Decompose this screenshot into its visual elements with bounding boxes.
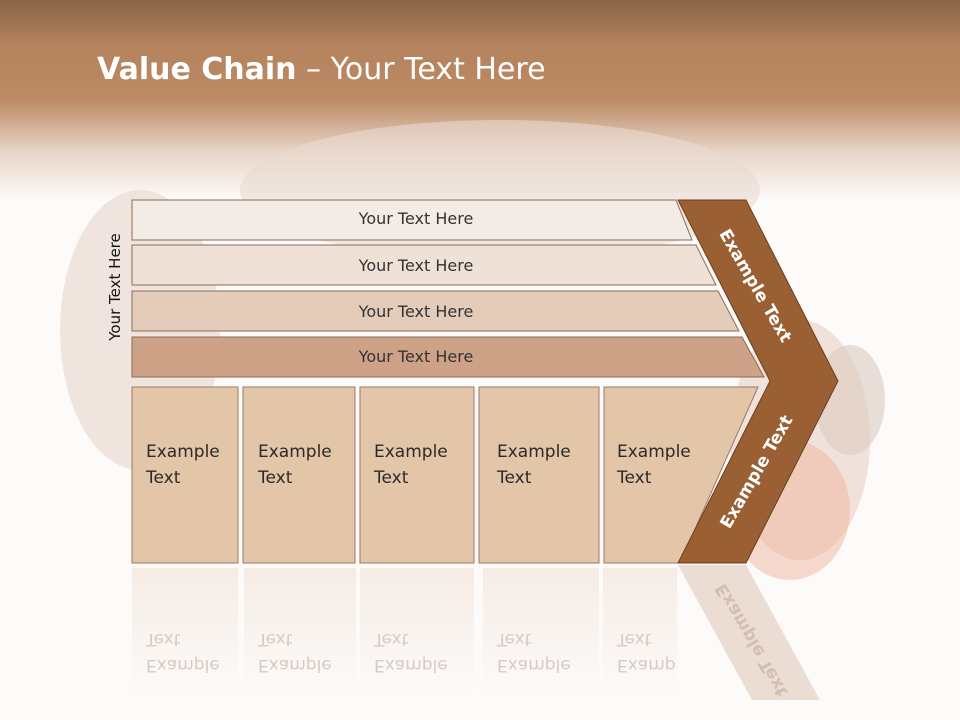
- band-4: [131, 336, 765, 378]
- box-4: [478, 386, 600, 564]
- box-3-line2: Text: [374, 468, 409, 488]
- band-1-label: Your Text Here: [358, 209, 474, 228]
- band-2-label: Your Text Here: [358, 256, 474, 275]
- box-1-line2: Text: [146, 468, 181, 488]
- box-2: [242, 386, 356, 564]
- box-4-line2: Text: [497, 468, 532, 488]
- box-5-line1: Example: [617, 442, 691, 462]
- box-1-line1: Example: [146, 442, 220, 462]
- box-5-line2: Text: [617, 468, 652, 488]
- band-1: [131, 199, 693, 241]
- page-title: Value Chain – Your Text Here: [97, 52, 546, 87]
- band-3-label: Your Text Here: [358, 302, 474, 321]
- band-2: [131, 244, 717, 286]
- band-4-label: Your Text Here: [358, 347, 474, 366]
- box-1: [131, 386, 239, 564]
- band-3: [131, 290, 740, 332]
- arrow-reflection: [678, 565, 820, 700]
- arrow-chevron: [677, 199, 839, 564]
- box-3: [359, 386, 475, 564]
- box-2-line1: Example: [258, 442, 332, 462]
- box-2-line2: Text: [258, 468, 293, 488]
- box-3-line1: Example: [374, 442, 448, 462]
- box-4-line1: Example: [497, 442, 571, 462]
